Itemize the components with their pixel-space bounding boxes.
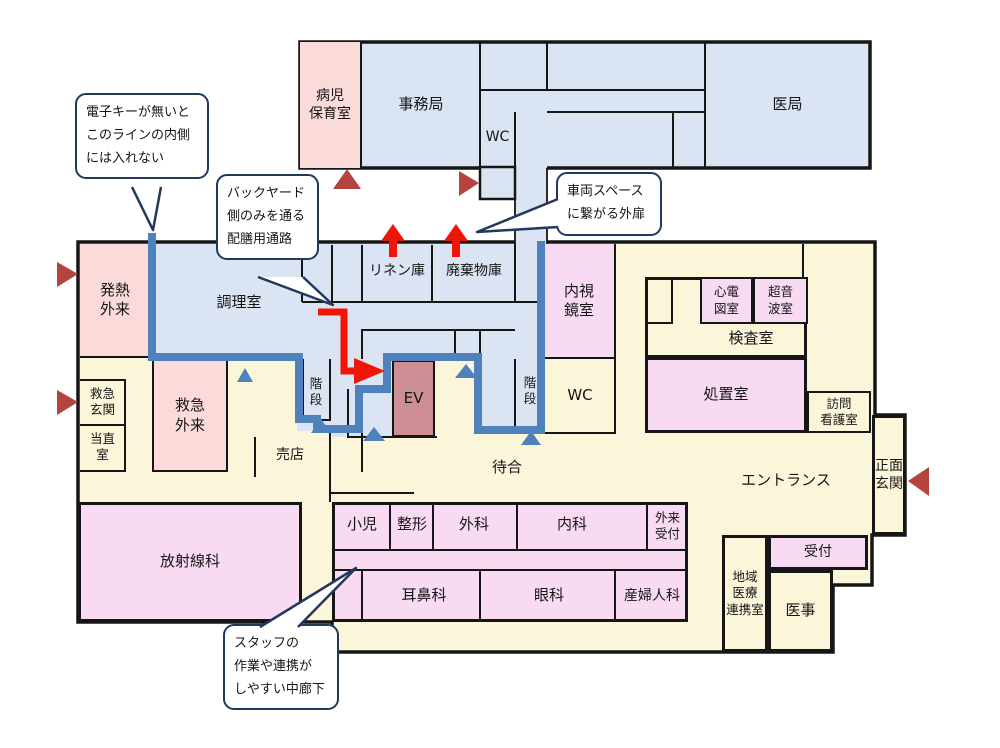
wall xyxy=(347,436,437,438)
wall xyxy=(672,112,674,168)
room-medical-affairs: 医事 xyxy=(768,570,833,652)
room-pediatrics: 小児 xyxy=(346,515,377,534)
room-ecg: 心電 図室 xyxy=(700,277,753,324)
wall xyxy=(479,329,481,359)
room-reception: 受付 xyxy=(768,535,868,570)
wall xyxy=(302,419,331,421)
wall xyxy=(329,492,414,494)
wall xyxy=(480,89,705,91)
wall xyxy=(80,379,126,381)
room-regional-medical-cooperation: 地域 医療 連携室 xyxy=(722,535,768,652)
wall xyxy=(454,329,456,359)
entrance-hall: エントランス xyxy=(741,471,831,490)
wall xyxy=(80,424,126,426)
wall xyxy=(332,569,688,571)
callout-backyard-route: バックヤード 側のみを通る 配膳用通路 xyxy=(216,174,319,261)
wall xyxy=(389,502,391,550)
elevator: EV xyxy=(392,360,435,437)
stairs-right: 階 段 xyxy=(523,374,537,406)
clinic-block xyxy=(332,502,688,622)
wall xyxy=(302,301,545,303)
wall xyxy=(361,423,363,472)
room-waste-storage: 廃棄物庫 xyxy=(446,262,502,279)
wc-notch xyxy=(478,165,517,201)
wall xyxy=(124,379,126,472)
wall xyxy=(543,432,615,434)
wall xyxy=(614,570,616,622)
wall xyxy=(514,112,516,170)
room-linen-storage: リネン庫 xyxy=(369,262,425,279)
wall xyxy=(614,244,616,434)
wall xyxy=(479,42,481,168)
wall xyxy=(331,245,333,302)
room-obgyn: 産婦人科 xyxy=(624,587,680,604)
room-treatment: 処置室 xyxy=(645,357,807,433)
callout-electronic-key: 電子キーが無いと このラインの内側 には入れない xyxy=(75,93,209,180)
wall xyxy=(361,570,363,622)
wall xyxy=(329,425,331,502)
room-kitchen: 調理室 xyxy=(216,293,262,312)
wall xyxy=(479,570,481,622)
wall xyxy=(516,502,518,550)
laboratory-label: 検査室 xyxy=(728,329,774,348)
room-endoscopy: 内視 鏡室 xyxy=(543,244,615,358)
wall xyxy=(546,42,548,90)
wall xyxy=(547,111,705,113)
room-orthopedics: 整形 xyxy=(396,515,427,534)
room-surgery: 外科 xyxy=(458,515,489,534)
wall xyxy=(254,437,256,477)
room-admin-office: 事務局 xyxy=(398,95,444,114)
wall xyxy=(646,502,648,550)
wall xyxy=(80,470,126,472)
room-fever-outpatient: 発熱 外来 xyxy=(80,244,150,358)
room-wc-upper: WC xyxy=(485,128,510,145)
connecting-corridor xyxy=(515,166,547,250)
upper-building-outline xyxy=(298,40,872,170)
room-sick-child-care: 病児 保育室 xyxy=(300,42,362,168)
callout-vehicle-door: 車両スペース に繋がる外扉 xyxy=(556,172,662,236)
wall xyxy=(514,359,516,431)
shop: 売店 xyxy=(276,446,304,463)
room-wc-main: WC xyxy=(567,386,593,405)
room-main-entrance: 正面 玄関 xyxy=(872,415,906,535)
wall xyxy=(704,42,706,168)
room-medical-office: 医局 xyxy=(772,95,803,114)
wall xyxy=(347,389,349,437)
room-emergency-outpatient: 救急 外来 xyxy=(152,359,228,472)
wall xyxy=(332,549,688,551)
wall xyxy=(361,329,363,359)
laboratory-sub-cell xyxy=(645,277,673,324)
wall xyxy=(802,244,804,278)
wall xyxy=(543,357,615,359)
wall xyxy=(361,329,515,331)
room-night-duty: 当直 室 xyxy=(89,430,115,462)
room-ultrasound: 超音 波室 xyxy=(753,277,808,324)
callout-staff-corridor: スタッフの 作業や連携が しやすい中廊下 xyxy=(223,624,339,711)
room-ent: 耳鼻科 xyxy=(401,586,447,605)
room-emergency-entrance: 救急 玄関 xyxy=(89,385,115,417)
room-outpatient-reception: 外来 受付 xyxy=(654,509,680,541)
wall xyxy=(329,359,331,421)
room-radiology: 放射線科 xyxy=(78,502,302,622)
room-ophthalmology: 眼科 xyxy=(533,586,564,605)
waiting-area: 待合 xyxy=(491,458,522,477)
room-visiting-nursing: 訪問 看護室 xyxy=(807,391,871,433)
wall xyxy=(432,502,434,550)
stairs-left: 階 段 xyxy=(309,375,323,407)
room-internal-medicine: 内科 xyxy=(556,515,587,534)
